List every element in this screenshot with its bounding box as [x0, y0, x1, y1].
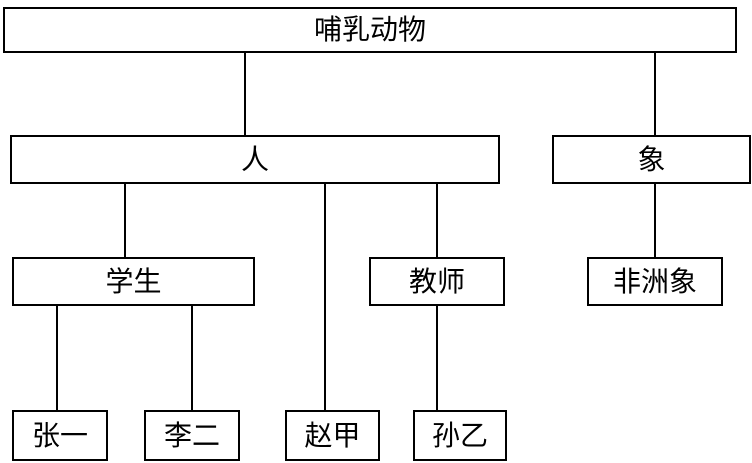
- node-li-er: 李二: [144, 410, 240, 461]
- node-teacher: 教师: [369, 257, 505, 306]
- node-zhao-jia: 赵甲: [285, 410, 380, 461]
- node-zhang-yi: 张一: [12, 410, 108, 461]
- node-elephant: 象: [552, 135, 751, 184]
- node-sun-yi: 孙乙: [413, 410, 507, 461]
- node-african-elephant: 非洲象: [587, 257, 723, 306]
- node-mammal: 哺乳动物: [3, 7, 737, 53]
- node-student: 学生: [12, 257, 255, 306]
- node-human: 人: [10, 135, 500, 184]
